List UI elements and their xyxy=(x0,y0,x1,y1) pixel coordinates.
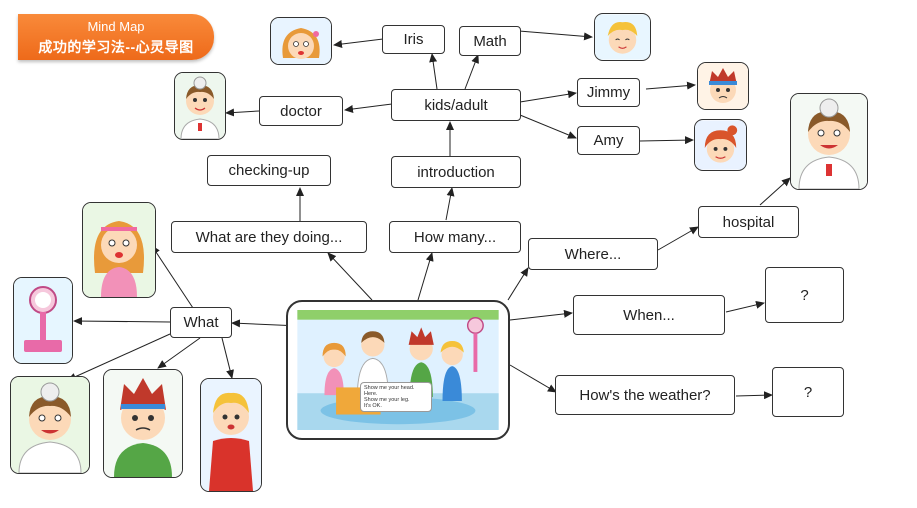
edge-amy-pic xyxy=(639,136,694,145)
node-when[interactable]: When... xyxy=(573,295,725,335)
edge-doctor-pic xyxy=(225,108,260,117)
edge-what-boyred xyxy=(157,337,201,369)
edge-math-pic xyxy=(518,30,593,41)
edge-center-where xyxy=(507,267,529,301)
center-dialog-box: Show me your head. Here. Show me your le… xyxy=(360,382,432,412)
node-when-answer[interactable]: ? xyxy=(765,267,844,323)
clinic-scene-icon xyxy=(297,310,499,430)
dialog-line: It's OK. xyxy=(364,403,382,409)
edge-iris-pic xyxy=(333,38,384,48)
scale-icon xyxy=(13,277,73,364)
node-checking-up[interactable]: checking-up xyxy=(207,155,331,186)
node-how-many[interactable]: How many... xyxy=(389,221,521,253)
edge-where-hospital xyxy=(657,226,699,251)
node-weather-answer[interactable]: ? xyxy=(772,367,844,417)
node-where[interactable]: Where... xyxy=(528,238,658,270)
edge-howmany-intro xyxy=(445,187,455,221)
edge-center-howmany xyxy=(417,252,434,301)
node-kids-adult[interactable]: kids/adult xyxy=(391,89,521,121)
banner-title: Mind Map xyxy=(87,19,145,34)
doctor-icon xyxy=(790,93,868,190)
edge-jimmy-pic xyxy=(645,81,696,90)
node-jimmy[interactable]: Jimmy xyxy=(577,78,640,107)
node-hospital[interactable]: hospital xyxy=(698,206,799,238)
girl-iris-icon xyxy=(270,17,332,65)
title-banner: Mind Map 成功的学习法--心灵导图 xyxy=(18,14,214,60)
edge-kids-jimmy xyxy=(519,90,577,103)
edge-kids-math xyxy=(464,54,479,90)
node-doctor[interactable]: doctor xyxy=(259,96,343,126)
node-introduction[interactable]: introduction xyxy=(391,156,521,188)
edge-when-q xyxy=(725,300,765,313)
edge-kids-doctor xyxy=(344,103,393,113)
edge-kids-iris xyxy=(429,53,438,90)
node-amy[interactable]: Amy xyxy=(577,126,640,155)
edge-center-whatdoing xyxy=(327,252,373,301)
girl-iris-icon xyxy=(82,202,156,298)
node-math[interactable]: Math xyxy=(459,26,521,56)
node-weather[interactable]: How's the weather? xyxy=(555,375,735,415)
edge-what-scale xyxy=(73,317,171,326)
edge-center-when xyxy=(509,309,573,321)
doctor-icon xyxy=(174,72,226,140)
edge-what-girl xyxy=(151,245,194,309)
edge-weather-q xyxy=(735,391,773,400)
edge-hospital-pic xyxy=(759,177,791,206)
node-iris[interactable]: Iris xyxy=(382,25,445,54)
edge-kids-amy xyxy=(519,114,577,139)
doctor-icon xyxy=(10,376,90,474)
edge-what-doctor xyxy=(67,333,171,381)
boy-sick-icon xyxy=(103,369,183,478)
edge-center-weather xyxy=(509,364,557,393)
center-illustration: Show me your head. Here. Show me your le… xyxy=(286,300,510,440)
dialog-line: Here. xyxy=(364,391,378,397)
dialog-line: Show me your head. xyxy=(364,385,415,391)
girl-amy-icon xyxy=(694,119,747,171)
banner-subtitle: 成功的学习法--心灵导图 xyxy=(38,39,194,55)
node-what[interactable]: What xyxy=(170,307,232,338)
boy-jimmy-icon xyxy=(697,62,749,110)
node-what-are-they-doing[interactable]: What are they doing... xyxy=(171,221,367,253)
boy-blonde-icon xyxy=(200,378,262,492)
boy-blonde-icon xyxy=(594,13,651,61)
edge-what-boyblonde xyxy=(221,337,234,379)
dialog-line: Show me your leg. xyxy=(364,397,410,403)
